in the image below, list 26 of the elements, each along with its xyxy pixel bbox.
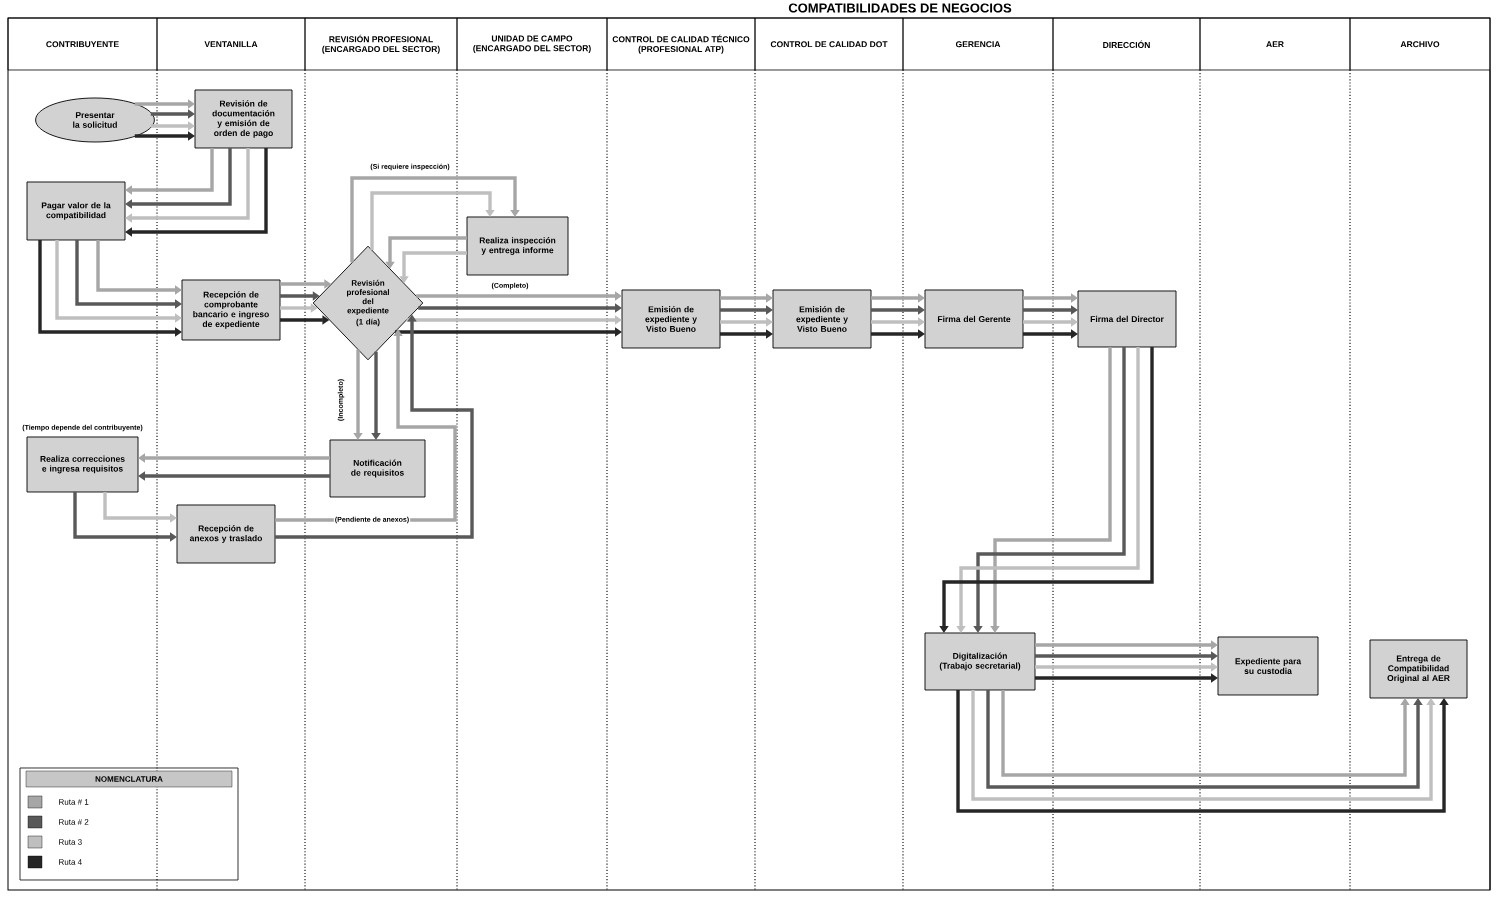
process-box: Recepción de comprobante bancario e ingreso de expediente [181, 279, 281, 341]
arrow [125, 148, 268, 237]
process-box: Entrega de Compatibilidad Original al AER [1369, 639, 1468, 699]
process-box: Firma del Gerente [924, 289, 1024, 349]
process-box: Emisión de expediente y Visto Bueno [621, 289, 721, 349]
process-box: Pagar valor de la compatibilidad [26, 181, 126, 241]
process-box: Revisión de documentación y emisión de orden de pago [194, 89, 293, 149]
arrow [125, 148, 250, 223]
legend-label: Ruta 4 [59, 859, 82, 865]
process-box: Digitalización (Trabajo secretarial) [924, 632, 1036, 691]
process-box: Firma del Director [1077, 290, 1177, 348]
process-box: Realiza correcciones e ingresa requisitos [26, 436, 139, 493]
title: COMPATIBILIDADES DE NEGOCIOS [788, 3, 1012, 13]
legend-label: Ruta # 1 [59, 799, 89, 805]
arrow [350, 176, 520, 263]
process-box: Notificación de requisitos [329, 439, 426, 498]
arrow [125, 148, 214, 195]
arrow [370, 191, 495, 251]
process-box: Realiza inspección y entrega informe [466, 216, 569, 276]
legend-label: Ruta 3 [59, 839, 82, 845]
process-box: Recepción de anexos y traslado [176, 504, 276, 564]
legend-header: NOMENCLATURA [25, 770, 233, 788]
arrow [125, 148, 232, 209]
process-box: Expediente para su custodia [1217, 636, 1319, 696]
process-box: Emisión de expediente y Visto Bueno [772, 289, 872, 349]
legend-label: Ruta # 2 [59, 819, 89, 825]
